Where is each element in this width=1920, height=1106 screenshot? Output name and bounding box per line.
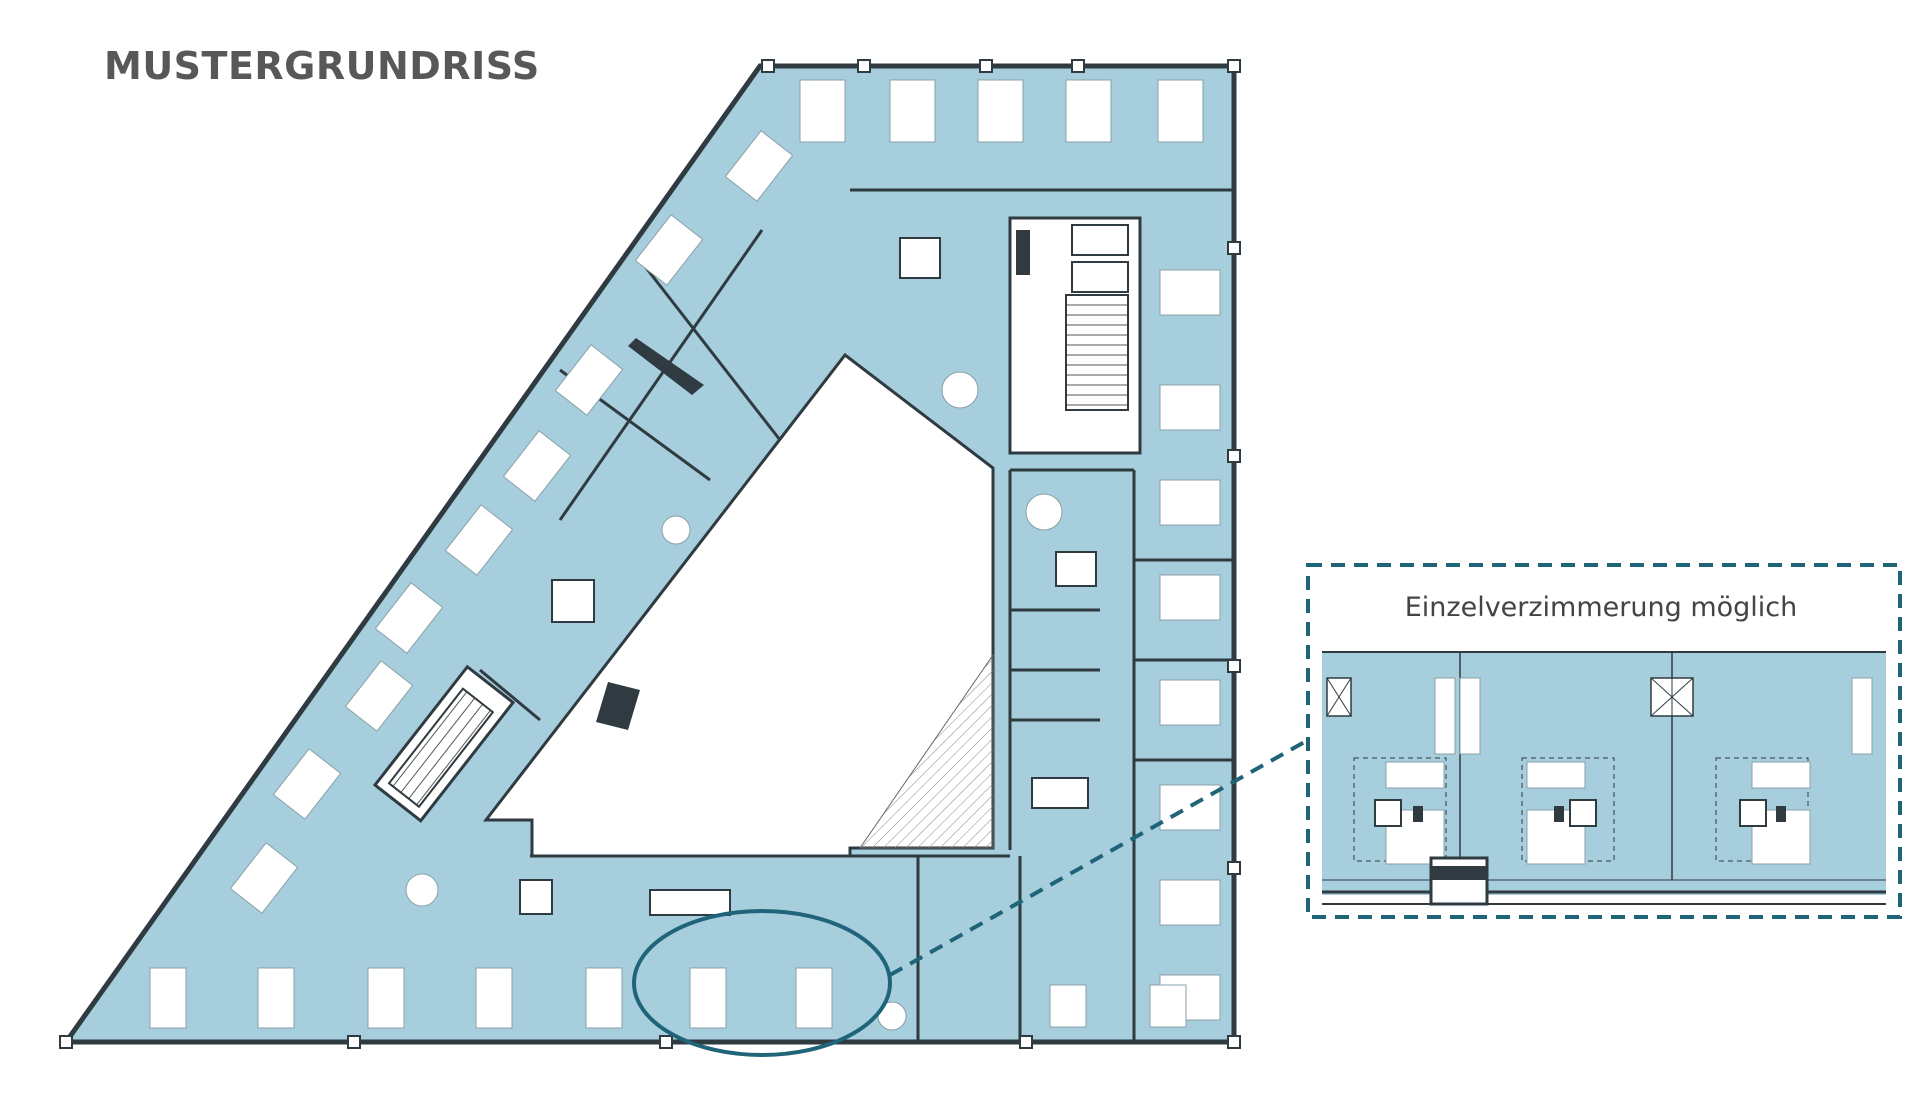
- desks-bottom: [149, 967, 1187, 1029]
- columns: [59, 59, 1241, 1049]
- connector-line: [889, 738, 1309, 977]
- desks-diagonal: [229, 130, 794, 914]
- desks-right: [1159, 269, 1221, 1021]
- elevator-right-1: [1071, 224, 1129, 256]
- inset-caption: Einzelverzimmerung möglich: [1404, 592, 1798, 623]
- round-tables: [405, 371, 1063, 1031]
- desks-top: [799, 79, 1204, 143]
- highlight-ellipse: [632, 909, 892, 1057]
- inset-cabinets: [1434, 677, 1873, 755]
- interior-walls: [479, 188, 1234, 1042]
- inset-window-element: [1429, 856, 1489, 906]
- shaft-mid: [596, 682, 640, 730]
- page-title: MUSTERGRUNDRISS: [104, 44, 540, 88]
- elevator-right-2: [1071, 261, 1129, 293]
- core-stairwell-left: [372, 664, 516, 823]
- meeting-tables: [519, 237, 1097, 916]
- stairs-right: [1065, 294, 1129, 411]
- inset-desks: [1353, 757, 1811, 865]
- shaft-right: [1016, 230, 1030, 275]
- courtyard-stairs: [859, 653, 994, 849]
